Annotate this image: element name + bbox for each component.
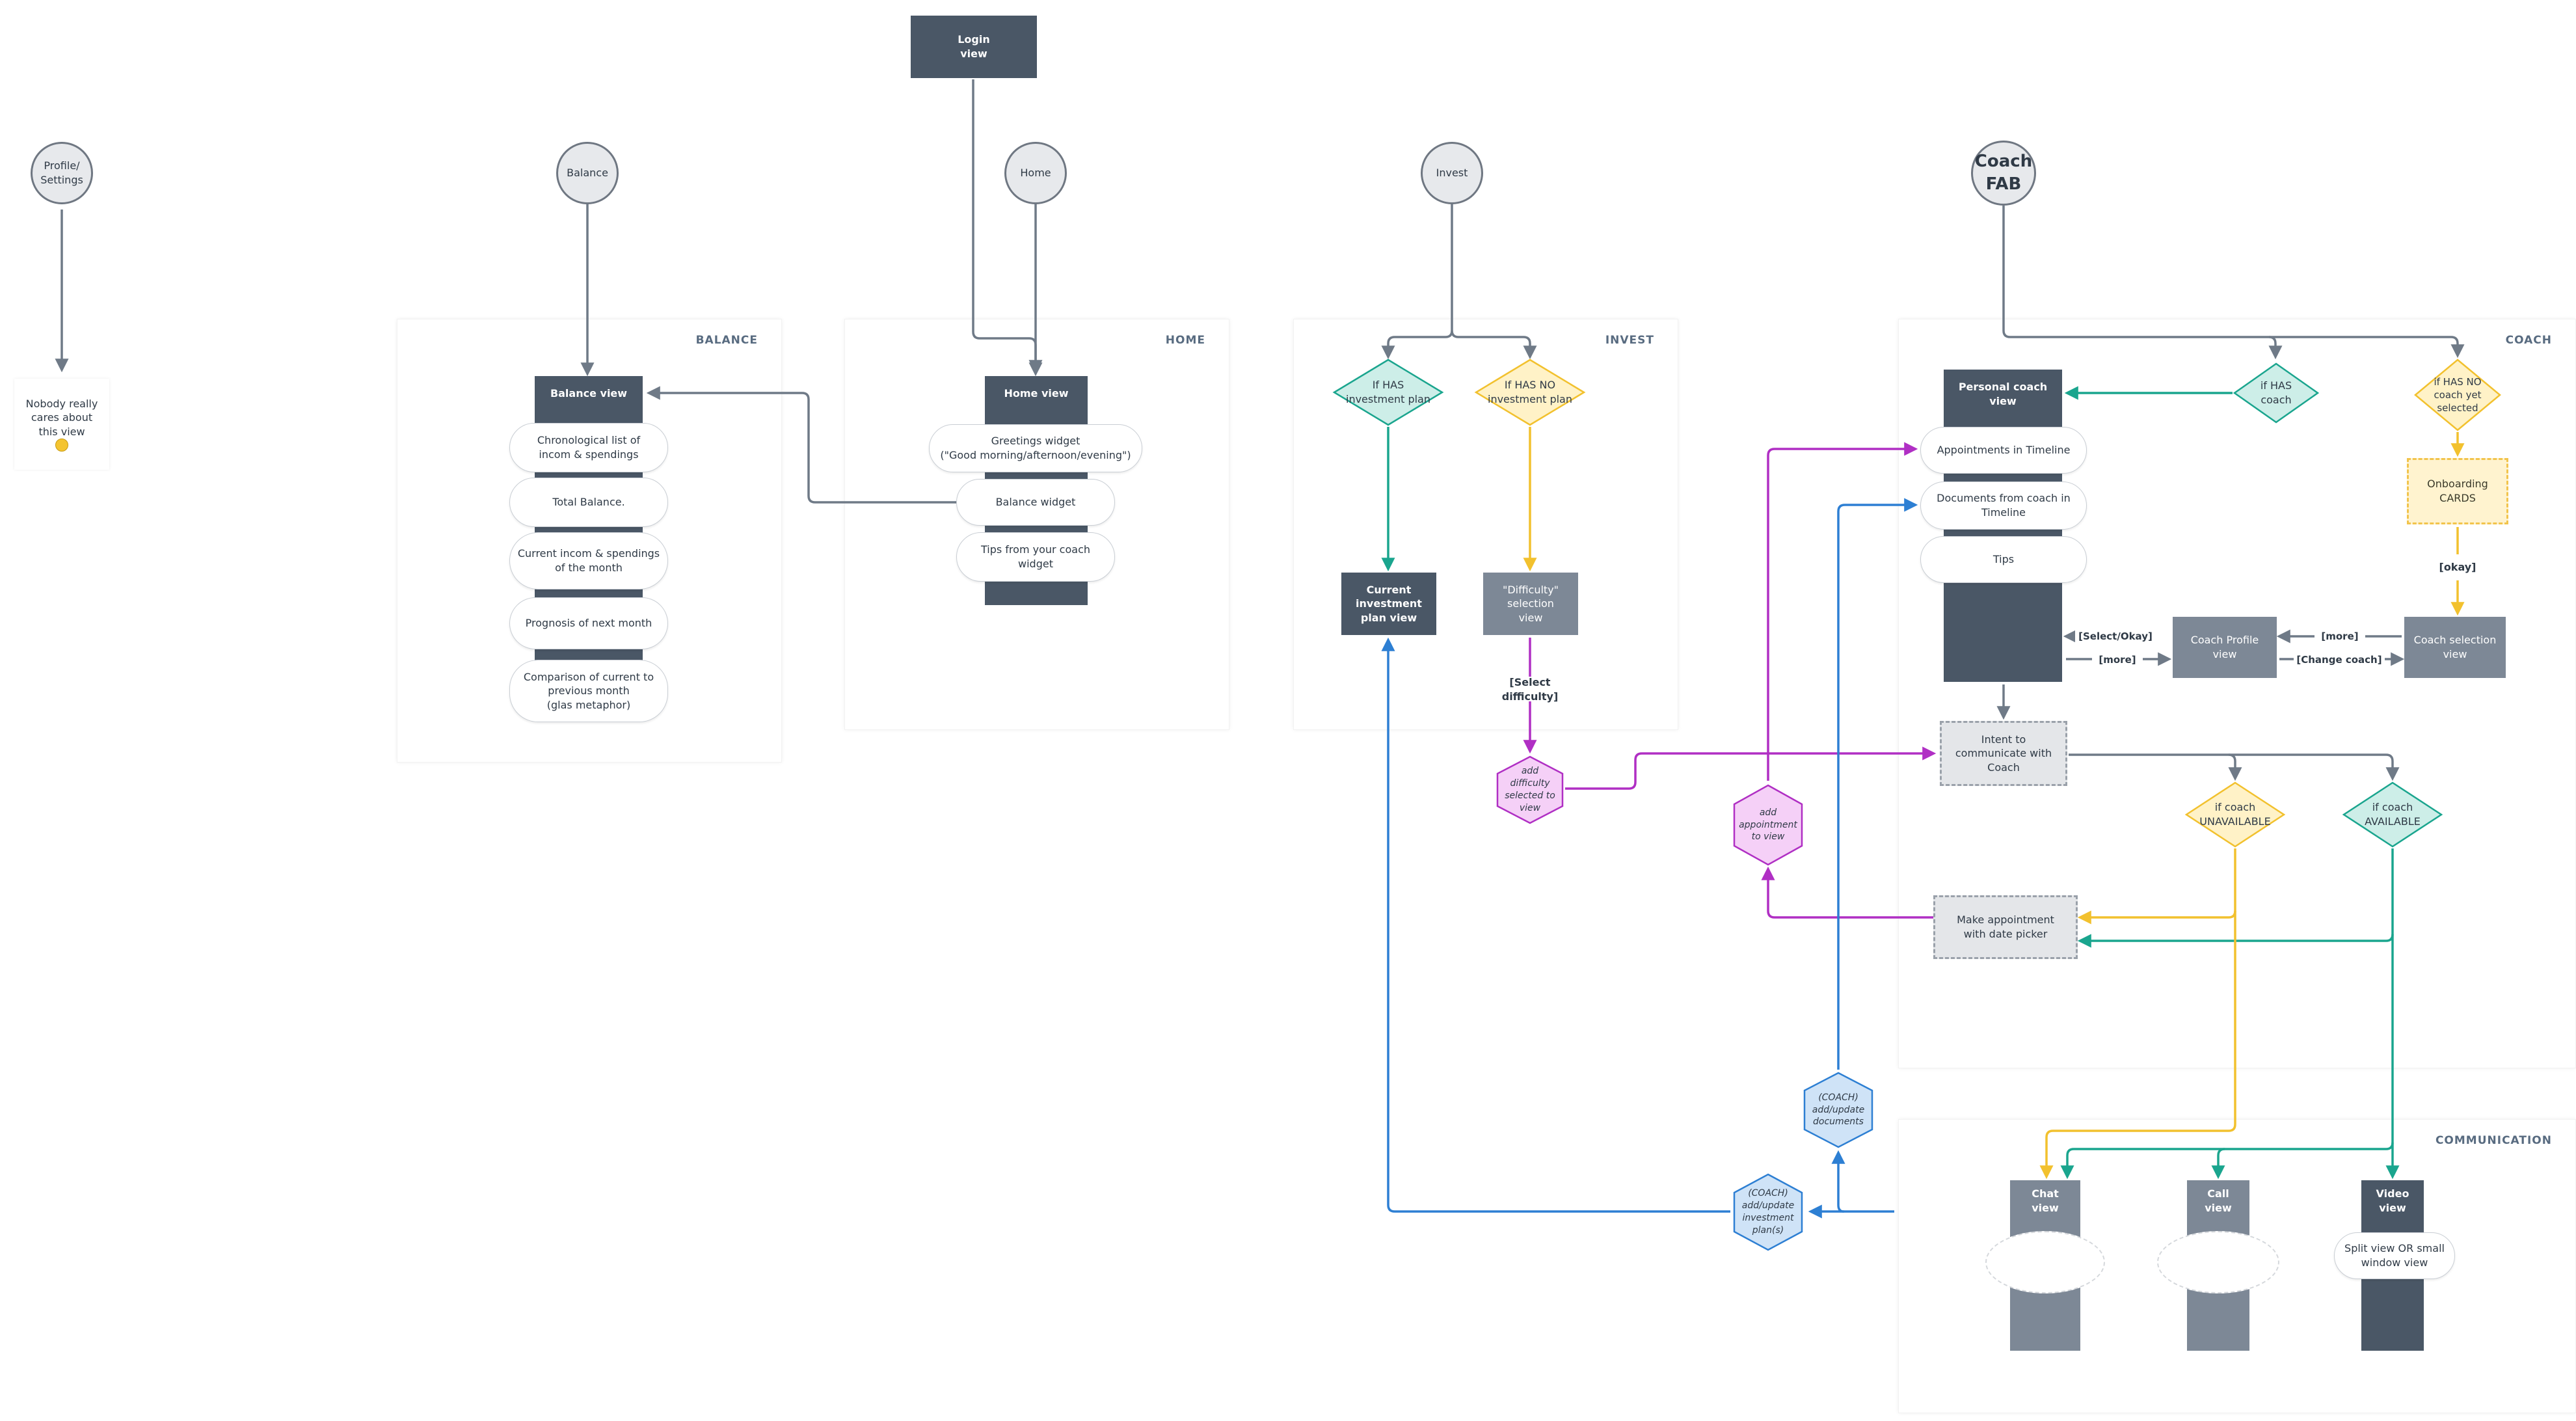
coach-plan-hexagon: (COACH) add/update investment plan(s) [1732, 1172, 1805, 1252]
link-intent-available [2229, 753, 2400, 781]
invest-entry-node: Invest [1421, 142, 1483, 204]
add-difficulty-label: add difficulty selected to view [1505, 766, 1555, 813]
chat-view-title: Chat view [2032, 1187, 2059, 1214]
link-coachplan-current [1381, 637, 1730, 1213]
balance-item-comparison: Comparison of current to previous month … [509, 660, 668, 722]
zone-title-balance: BALANCE [695, 334, 758, 347]
video-view-title: Video view [2376, 1187, 2409, 1214]
change-coach-label: [Change coach] [2294, 649, 2385, 670]
more-left-label: [more] [2092, 649, 2143, 670]
login-view-node: Login view [911, 16, 1037, 78]
documents-timeline-item: Documents from coach in Timeline [1920, 481, 2087, 530]
coach-tips-item: Tips [1920, 536, 2087, 583]
profile-settings-node: Profile/ Settings [31, 142, 93, 204]
coach-profile-view-node: Coach Profile view [2173, 617, 2277, 678]
if-unavailable-label: if coach UNAVAILABLE [2199, 801, 2271, 828]
chat-placeholder-bubble [1985, 1231, 2105, 1293]
greetings-widget: Greetings widget ("Good morning/afternoo… [929, 424, 1142, 472]
if-has-plan-label: If HAS investment plan [1346, 379, 1430, 405]
link-balancewidget-balanceview [646, 386, 956, 504]
if-no-coach-diamond: if HAS NO coach yet selected [2413, 358, 2502, 432]
coach-selection-view-node: Coach selection view [2404, 617, 2506, 678]
if-unavailable-diamond: if coach UNAVAILABLE [2184, 781, 2286, 848]
select-difficulty-label: [Select difficulty] [1478, 676, 1582, 703]
balance-entry-node: Balance [556, 142, 619, 204]
call-placeholder-bubble [2157, 1231, 2279, 1293]
if-no-plan-diamond: If HAS NO investment plan [1474, 358, 1586, 427]
link-addappt-timeline [1767, 442, 1918, 781]
link-login-home [972, 79, 1043, 374]
balance-item-list: Chronological list of incom & spendings [509, 423, 668, 472]
zone-title-coach: COACH [2505, 334, 2552, 347]
profile-note-text: Nobody really cares about this view [25, 397, 98, 438]
link-available-appointment [2077, 934, 2394, 948]
if-no-plan-label: If HAS NO investment plan [1488, 379, 1572, 405]
zone-title-invest: INVEST [1605, 334, 1654, 347]
link-invest-split [1381, 203, 1453, 360]
tips-widget: Tips from your coach widget [956, 532, 1115, 582]
coach-fab-node: Coach FAB [1971, 141, 2036, 206]
more-right-label: [more] [2314, 626, 2365, 647]
current-plan-view-node: Current investment plan view [1341, 573, 1436, 635]
difficulty-view-node: "Difficulty" selection view [1483, 573, 1578, 635]
link-invest-noplan [1451, 330, 1537, 360]
balance-item-prognosis: Prognosis of next month [509, 597, 668, 649]
balance-widget: Balance widget [956, 479, 1115, 526]
link-appointment-addappt [1761, 866, 1933, 919]
coach-plan-label: (COACH) add/update investment plan(s) [1741, 1188, 1795, 1236]
if-available-diamond: if coach AVAILABLE [2342, 781, 2443, 848]
if-available-label: if coach AVAILABLE [2365, 801, 2421, 828]
add-appointment-label: add appointment to view [1739, 807, 1797, 843]
smiley-face-icon [55, 439, 68, 452]
onboarding-cards-node: Onboarding CARDS [2407, 458, 2508, 524]
zone-title-communication: COMMUNICATION [2435, 1134, 2552, 1147]
zone-title-home: HOME [1165, 334, 1205, 347]
home-entry-node: Home [1004, 142, 1067, 204]
if-has-coach-label: if HAS coach [2260, 379, 2292, 406]
link-unavailable-chat [2039, 911, 2236, 1180]
intent-communicate-node: Intent to communicate with Coach [1940, 721, 2067, 786]
appointments-timeline-item: Appointments in Timeline [1920, 427, 2087, 474]
home-view-title: Home view [1004, 387, 1069, 399]
link-available-call [2211, 1148, 2225, 1180]
add-appointment-hexagon: add appointment to view [1732, 783, 1805, 867]
balance-view-title: Balance view [550, 387, 628, 399]
if-has-plan-diamond: If HAS investment plan [1332, 358, 1444, 427]
link-coachfab-split [2002, 206, 2283, 360]
link-unavailable-appointment [2077, 848, 2236, 925]
link-adddifficulty-intent [1565, 746, 1937, 790]
add-difficulty-hexagon: add difficulty selected to view [1495, 755, 1565, 825]
link-comm-coachdocs [1831, 1150, 1845, 1213]
coach-docs-label: (COACH) add/update documents [1812, 1092, 1865, 1128]
make-appointment-node: Make appointment with date picker [1933, 895, 2078, 959]
select-okay-label: [Select/Okay] [2075, 626, 2156, 647]
link-coachdocs-documents [1837, 498, 1918, 1070]
split-view-item: Split view OR small window view [2334, 1232, 2455, 1279]
link-available-chat [2060, 1142, 2394, 1180]
profile-note: Nobody really cares about this view [14, 379, 109, 470]
if-no-coach-label: if HAS NO coach yet selected [2434, 375, 2482, 414]
okay-label: [okay] [2432, 557, 2484, 578]
balance-item-current: Current incom & spendings of the month [509, 532, 668, 589]
balance-item-total: Total Balance. [509, 478, 668, 527]
link-intent-unavailable [2069, 753, 2242, 781]
if-has-coach-diamond: if HAS coach [2233, 362, 2320, 424]
call-view-title: Call view [2205, 1187, 2232, 1214]
personal-coach-view-title: Personal coach view [1958, 381, 2048, 407]
coach-docs-hexagon: (COACH) add/update documents [1802, 1071, 1875, 1149]
link-coachfab-nocoach [2269, 336, 2465, 359]
